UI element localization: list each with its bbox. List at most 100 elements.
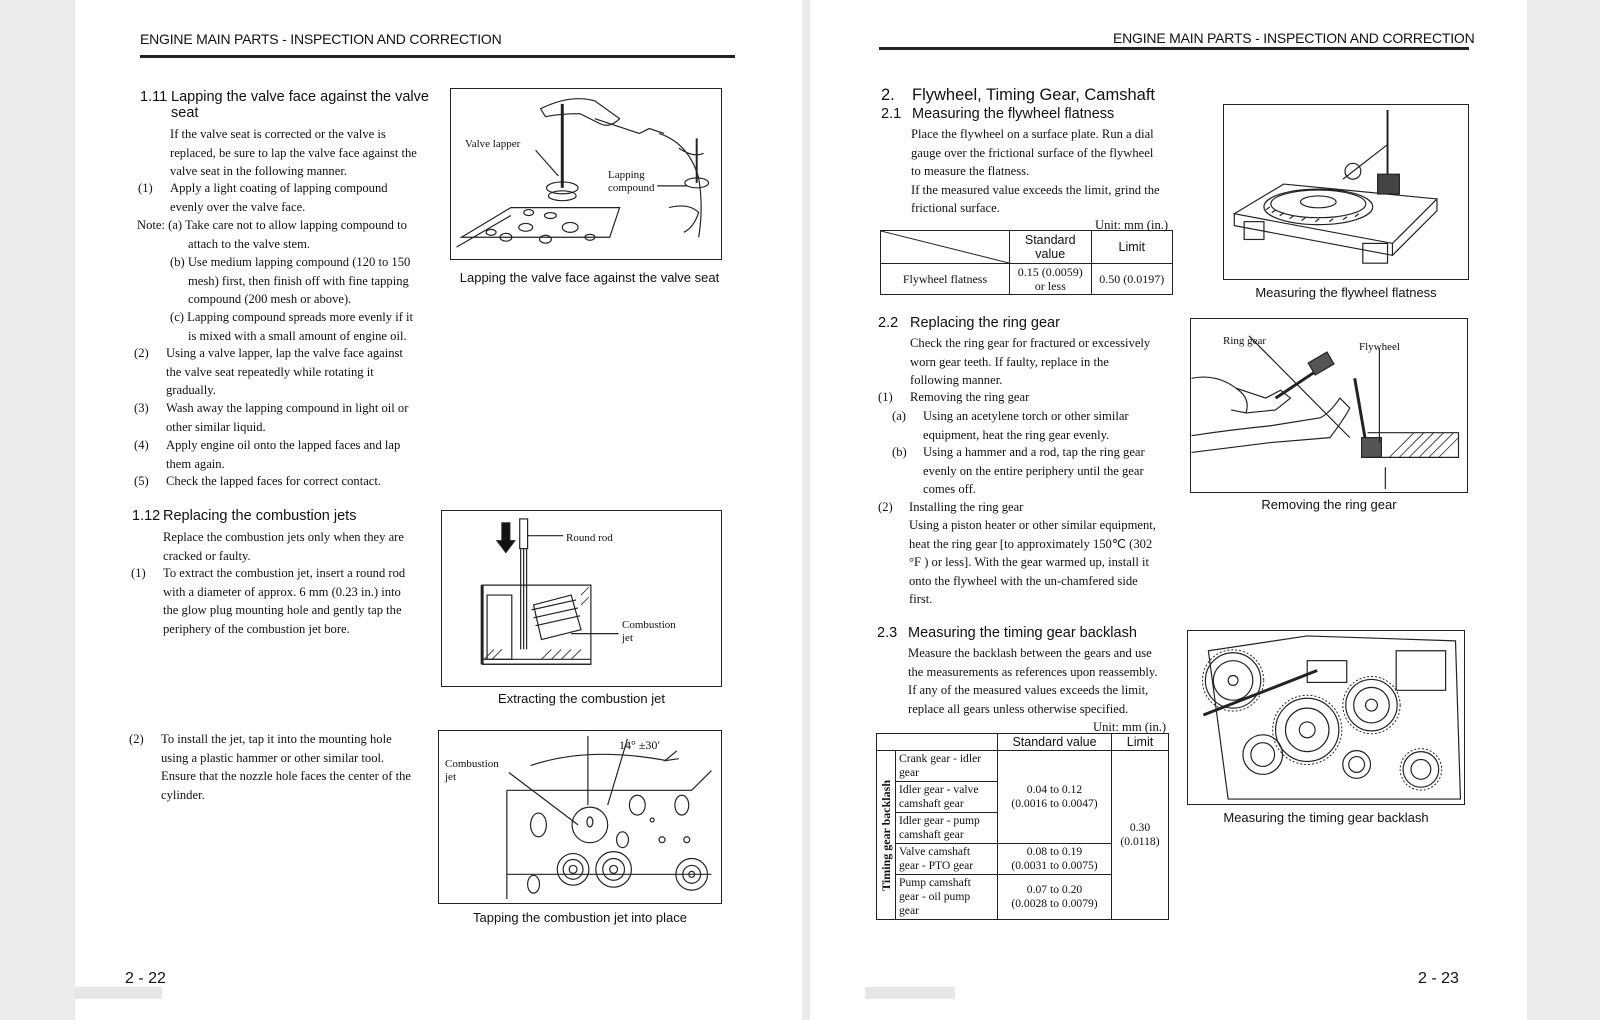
text-line: Place the flywheel on a surface plate. R… [911,127,1154,141]
figure-caption: Lapping the valve face against the valve… [459,270,720,285]
table-header-limit: Limit [1090,230,1173,264]
section-2-title: Flywheel, Timing Gear, Camshaft [912,86,1156,104]
table-row: Valve camshaft gear - PTO gear 0.08 to 0… [877,843,1169,875]
text-line: 0.07 to 0.20 [1026,883,1083,896]
text-line: following manner. [910,373,1003,387]
text-line: Check the ring gear for fractured or exc… [910,336,1151,350]
figure-label: compound [608,182,655,194]
table-cell: 0.08 to 0.19 (0.0031 to 0.0075) [997,843,1112,875]
text-line: To extract the combustion jet, insert a … [163,566,406,580]
step-number: (1) [131,566,146,580]
text-line: Wash away the lapping compound in light … [166,401,409,415]
section-1-11-note-c: (c) Lapping compound spreads more evenly… [170,308,435,345]
text-line: Using an acetylene torch or other simila… [923,409,1129,423]
text-line: the glow plug mounting hole and gently t… [163,603,402,617]
section-1-11-step1: Apply a light coating of lapping compoun… [170,179,435,216]
text-line: 0.04 to 0.12 [1026,783,1083,796]
text-line: cylinder. [161,787,205,802]
section-1-12-intro: Replace the combustion jets only when th… [163,528,438,565]
text-line: 0.15 (0.0059) [1017,265,1083,279]
text-line: gear [899,766,919,779]
text-line: the measurements as references upon reas… [908,664,1158,679]
figure-label: jet [445,771,456,783]
section-2-2-a: Using an acetylene torch or other simila… [923,407,1183,444]
step-number: (2) [134,346,149,360]
text-line: (0.0016 to 0.0047) [1011,797,1098,810]
table-cell: Flywheel flatness [880,263,1010,295]
right-page: ENGINE MAIN PARTS - INSPECTION AND CORRE… [810,0,1527,1020]
step-number: (2) [878,500,893,514]
text-line: gear - PTO gear [899,859,974,872]
text-line: Ensure that the nozzle hole faces the ce… [161,769,412,783]
table-corner-cell [880,230,1010,264]
substep-number: (a) [892,409,906,423]
text-line: (b) Use medium lapping compound (120 to … [170,255,411,269]
text-line: 0.30 [1129,821,1151,834]
unit-label: Unit: mm (in.) [1095,218,1169,232]
angle-label: 14° ±30′ [619,738,661,752]
table-cell: Idler gear - pump camshaft gear [895,812,998,844]
text-line: mesh) first, then finish off with fine t… [188,273,409,288]
page-header: ENGINE MAIN PARTS - INSPECTION AND CORRE… [1113,30,1475,46]
tapping-jet-illustration [506,735,712,900]
text-line: Apply a light coating of lapping compoun… [170,181,388,195]
page-number: 2 - 22 [125,970,166,987]
text-line: evenly over the valve face. [170,199,306,214]
text-line: comes off. [923,482,976,496]
figure-valve-lapping: Valve lapper Lapping compound [450,88,722,260]
table-cell: Valve camshaft gear - PTO gear [895,843,998,875]
text-line: the valve seat repeatedly while rotating… [166,364,374,379]
text-line: camshaft gear [899,828,964,841]
section-2-2-b: Using a hammer and a rod, tap the ring g… [923,443,1183,499]
table-header-row: Standard value Limit [880,230,1173,264]
table-cell: Crank gear - idler gear [895,750,998,782]
figure-flywheel-flatness [1223,104,1469,280]
figure-caption: Removing the ring gear [1261,497,1397,512]
section-1-11-step3: Wash away the lapping compound in light … [166,399,436,436]
text-line: camshaft gear [899,797,964,810]
figure-tapping-jet: Combustion jet 14° ±30′ [438,730,722,904]
valve-lapping-illustration [456,98,710,248]
text-line: 0.08 to 0.19 [1026,845,1083,858]
section-2-1-body: Place the flywheel on a surface plate. R… [911,125,1181,218]
text-line: (0.0028 to 0.0079) [1011,897,1098,910]
text-line: or less [1034,279,1066,293]
timing-gear-backlash-table: Standard value Limit Timing gear backlas… [876,733,1169,920]
text-line: Replace the combustion jets only when th… [163,530,404,544]
section-1-11-note-a: Note: (a) Take care not to allow lapping… [137,216,437,253]
table-row: Idler gear - valve camshaft gear [877,781,1169,813]
text-line: (0.0118) [1120,835,1160,848]
section-1-12-step2: To install the jet, tap it into the moun… [161,730,436,804]
section-1-11-title-line1: Lapping the valve face against the valve [171,89,429,105]
section-2-1-title: Measuring the flywheel flatness [912,106,1115,122]
figure-extracting-jet: Round rod Combustion jet [441,510,722,687]
step-number: (3) [134,401,149,415]
text-line: Using a hammer and a rod, tap the ring g… [923,445,1145,459]
figure-label: Combustion [445,758,499,770]
figure-label: Ring gear [1223,335,1267,347]
text-line: If the measured value exceeds the limit,… [911,182,1160,197]
section-2-2-intro: Check the ring gear for fractured or exc… [910,334,1180,390]
section-1-11-step4: Apply engine oil onto the lapped faces a… [166,436,436,473]
page-header: ENGINE MAIN PARTS - INSPECTION AND CORRE… [140,31,502,47]
table-cell: Pump camshaft gear - oil pump gear [895,874,998,920]
text-line: them again. [166,456,225,471]
figure-label: Valve lapper [465,138,521,150]
figure-timing-gear [1187,630,1465,805]
table-corner-cell [876,733,998,751]
table-cell: 0.07 to 0.20 (0.0028 to 0.0079) [997,874,1112,920]
text-line: Pump camshaft [899,876,971,889]
section-2-3-body: Measure the backlash between the gears a… [908,644,1183,718]
table-cell: 0.50 (0.0197) [1090,263,1173,295]
text-line: gear [899,904,919,917]
left-page: ENGINE MAIN PARTS - INSPECTION AND CORRE… [75,0,802,1020]
table-side-label-cell: Timing gear backlash [876,750,896,920]
step-title: Installing the ring gear [909,500,1024,514]
text-line: (c) Lapping compound spreads more evenly… [170,310,414,324]
text-line: attach to the valve stem. [188,236,311,251]
text-line: °F ) or less]. With the gear warmed up, … [909,555,1150,569]
text-line: value [1035,247,1066,261]
table-row: Flywheel flatness 0.15 (0.0059) or less … [880,263,1173,295]
step-number: (5) [134,474,149,488]
table-header-limit: Limit [1111,733,1169,751]
